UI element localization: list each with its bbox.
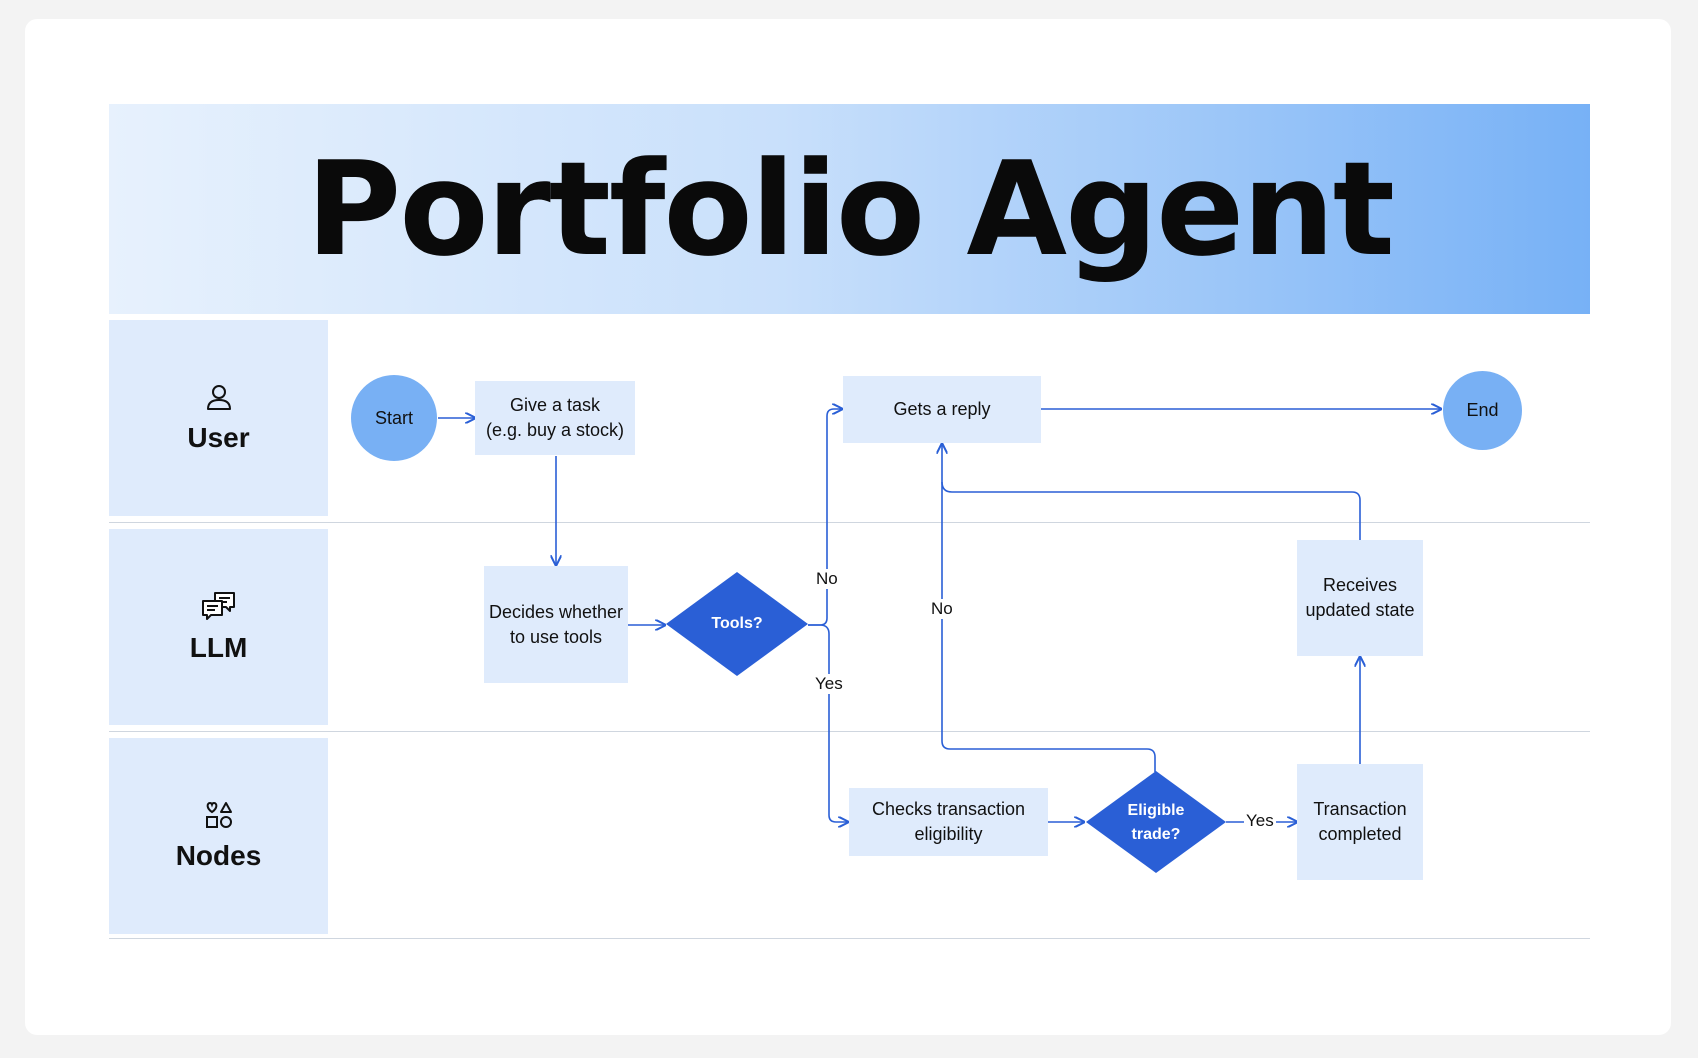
page-title: Portfolio Agent: [306, 133, 1395, 285]
give-task-node: Give a task (e.g. buy a stock): [475, 381, 635, 455]
lane-divider: [109, 731, 1590, 732]
checks-line1: Checks transaction: [871, 799, 1026, 819]
edge-label-eligible-no: No: [929, 599, 955, 619]
decides-node: Decides whether to use tools: [484, 566, 628, 683]
gets-reply-node: Gets a reply: [843, 376, 1041, 443]
completed-line2: completed: [1318, 824, 1402, 844]
tools-label: Tools?: [711, 615, 763, 632]
tools-decision: Tools?: [676, 604, 798, 644]
lane-divider: [109, 522, 1590, 523]
checks-line2: eligibility: [914, 824, 983, 844]
give-task-line2: (e.g. buy a stock): [485, 420, 625, 440]
eligible-decision: Eligible trade?: [1096, 798, 1216, 848]
lane-nodes-label: Nodes: [175, 840, 262, 871]
completed-line1: Transaction: [1313, 799, 1407, 819]
edge-label-eligible-yes: Yes: [1244, 811, 1276, 831]
user-icon: [206, 385, 231, 410]
chat-bubbles-icon: [201, 592, 235, 620]
receives-node: Receives updated state: [1297, 540, 1423, 656]
completed-node: Transaction completed: [1297, 764, 1423, 880]
shapes-icon: [205, 801, 232, 828]
lane-user-label: User: [187, 422, 250, 453]
edge-label-tools-no: No: [814, 569, 840, 589]
decision-eligible-shape: [1086, 771, 1226, 873]
start-label: Start: [374, 407, 413, 428]
edge-eligible-no: [942, 444, 1156, 772]
lane-nodes: Nodes: [109, 738, 328, 934]
lane-llm: LLM: [109, 529, 328, 725]
title-banner: Portfolio Agent: [109, 104, 1590, 314]
end-label: End: [1466, 400, 1499, 420]
edge-receives-to-reply: [941, 481, 1361, 540]
lane-llm-label: LLM: [189, 632, 248, 663]
checks-node: Checks transaction eligibility: [849, 788, 1048, 856]
gets-reply-label: Gets a reply: [893, 399, 991, 419]
edge-tools-yes: [808, 624, 848, 822]
receives-line2: updated state: [1305, 600, 1415, 620]
edge-label-tools-yes: Yes: [813, 674, 845, 694]
give-task-line1: Give a task: [509, 395, 601, 415]
decision-tools-shape: [666, 572, 808, 676]
end-node: End: [1443, 371, 1522, 450]
eligible-line2: trade?: [1131, 826, 1181, 843]
eligible-line1: Eligible: [1127, 802, 1185, 819]
receives-line1: Receives: [1322, 575, 1398, 595]
lane-divider: [109, 938, 1590, 939]
edge-tools-no: [808, 409, 842, 626]
decides-line2: to use tools: [509, 626, 603, 647]
start-node: Start: [351, 375, 437, 461]
lane-user: User: [109, 320, 328, 516]
decides-line1: Decides whether: [488, 601, 624, 622]
